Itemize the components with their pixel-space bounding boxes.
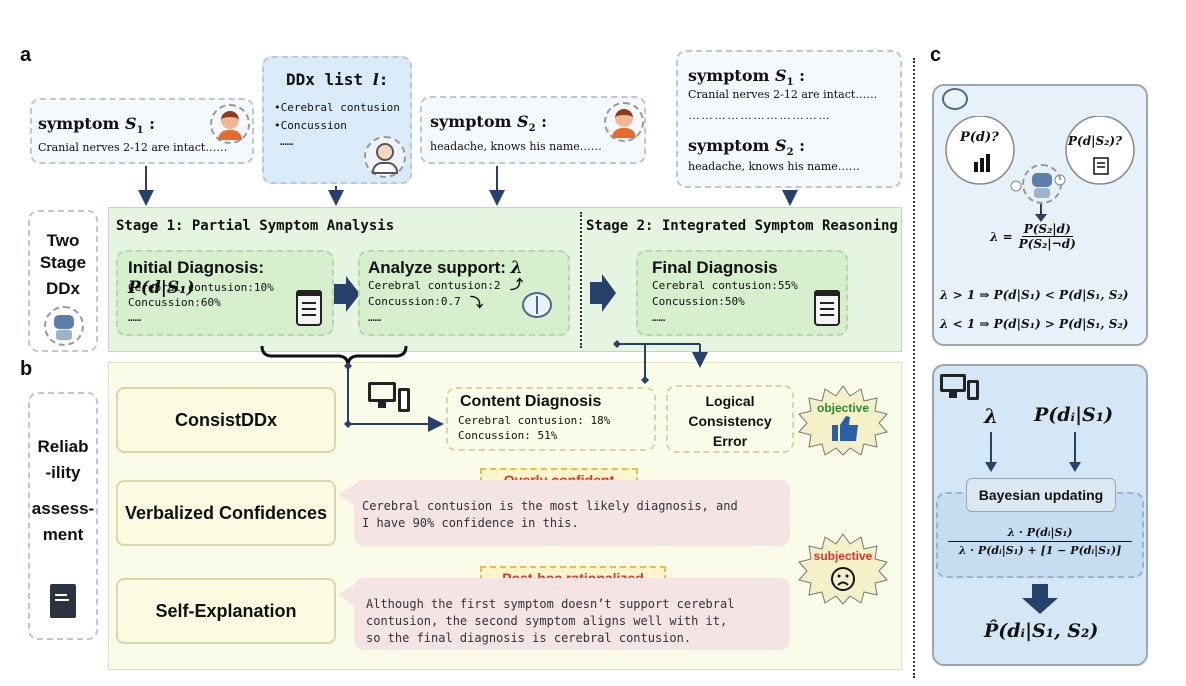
p-d-s2-bubble-text: P(d|S₂)? [1068,134,1123,148]
reliability-label: Reliab -ility assess- ment [31,437,95,544]
initial-line-1: Cerebral contusion:10% [128,281,274,294]
lambda-formula: λ = P(S₂|d) P(S₂|¬d) [990,222,1076,251]
result-arrow-icon [1022,584,1058,614]
panel-label-b: b [20,358,33,380]
two-stage-label: Two Stage DDx [39,231,87,298]
connectors [138,166,798,432]
posthoc-line-1: Although the first symptom doesn’t suppo… [366,597,735,611]
patient-icon [210,104,250,144]
panel-separator [913,58,915,678]
subjective-badge: subjective [798,533,888,605]
analyze-support-title: Analyze support: λ [368,258,523,278]
content-diagnosis-title: Content Diagnosis [460,393,602,410]
initial-line-3: …… [128,311,142,324]
symptom-s1-text: Cranial nerves 2-12 are intact…… [38,141,228,154]
ddx-list-box: DDx list l: •Cerebral contusion •Concuss… [262,56,412,184]
symptom-s1-title: symptom S1 : [38,114,156,137]
result-formula: P̂(dᵢ|S₁, S₂) [984,620,1099,642]
ddx-item-2: •Concussion [274,119,347,132]
self-explanation-box: Self-Explanation [116,578,336,644]
symptom-s2-title: symptom S2 : [430,112,548,135]
rule-2: λ < 1 ⇒ P(d|S₁) > P(d|S₁, S₂) [940,317,1129,331]
bayes-fraction: λ · P(dᵢ|S₁) λ · P(dᵢ|S₁) + [1 − P(dᵢ|S₁… [944,526,1136,557]
combined-s1-text: Cranial nerves 2-12 are intact…… [688,88,878,101]
symptom-s1-box: symptom S1 : Cranial nerves 2-12 are int… [30,98,254,164]
down-arrow-icon: ⤵ [470,295,484,310]
posthoc-line-2: contusion, the second symptom aligns wel… [366,614,728,628]
thought-bubbles [945,116,1135,192]
stage1-title: Stage 1: Partial Symptom Analysis [116,218,395,234]
panel-label-a: a [20,44,32,66]
document-edit-icon [50,584,76,618]
bayesian-updating-box: Bayesian updating [966,478,1116,512]
final-line-1: Cerebral contusion:55% [652,279,798,292]
ddx-item-1: •Cerebral contusion [274,101,400,114]
thumbs-up-icon [832,416,858,441]
overly-line-2: I have 90% confidence in this. [362,516,579,530]
final-diagnosis-card: Final Diagnosis Cerebral contusion:55% C… [636,250,848,336]
bottom-arrows [985,432,1081,472]
combined-s1-title: symptom S1 : [688,66,806,89]
doctor-icon [364,136,406,178]
initial-diagnosis-card: Initial Diagnosis: P(d|S₁) Cerebral cont… [116,250,334,336]
up-arrow-icon: ⤴ [510,277,524,292]
stage2-arrow-icon [590,274,616,312]
computer-icon [368,382,412,414]
bar-chart-icon [974,154,990,172]
analyze-line-3: …… [368,311,382,324]
logical-consistency-box: Logical Consistency Error [666,385,794,453]
stage1-arrow-icon [334,276,360,312]
document-icon-2 [814,290,840,326]
verbalized-confidences-box: Verbalized Confidences [116,480,336,546]
consistddx-box: ConsistDDx [116,387,336,453]
robot-icon [44,306,84,346]
symptom-s2-box: symptom S2 : headache, knows his name…… [420,96,646,164]
initial-diagnosis-title: Initial Diagnosis: P(d|S₁) [128,258,265,298]
patient-icon-2 [604,102,644,142]
final-line-3: …… [652,311,666,324]
subjective-text: subjective [814,549,873,563]
panel-c-down-arrow [1035,204,1047,222]
combined-s2-title: symptom S2 : [688,136,806,159]
initial-line-2: Concussion:60% [128,296,221,309]
posthoc-line-3: so the final diagnosis is cerebral contu… [366,631,692,645]
combined-s2-text: headache, knows his name…… [688,160,860,173]
panel-label-c: c [930,44,942,66]
two-stage-label-box: Two Stage DDx [28,210,98,352]
brain-icon [522,292,552,318]
robot-icon-2 [1022,164,1062,204]
combined-dots: …………………………… [688,108,831,122]
objective-badge: objective [798,385,888,456]
document-icon [296,290,322,326]
content-diagnosis-box: Content Diagnosis Cerebral contusion: 18… [446,387,656,451]
posthoc-speech: Although the first symptom doesn’t suppo… [354,578,790,650]
analyze-line-2: Concussion:0.7 [368,295,461,308]
rule-1: λ > 1 ⇒ P(d|S₁) < P(d|S₁, S₂) [940,288,1129,302]
stage2-title: Stage 2: Integrated Symptom Reasoning [586,218,898,234]
reliability-label-box: Reliab -ility assess- ment [28,392,98,640]
computer-icon-2 [940,374,980,402]
analyze-support-card: Analyze support: λ Cerebral contusion:2 … [358,250,570,336]
content-line-1: Cerebral contusion: 18% [458,414,611,427]
p-di-s1-label: P(dᵢ|S₁) [1034,404,1114,426]
ddx-list-title: DDx list l: [286,70,389,89]
analyze-line-1: Cerebral contusion:2 [368,279,501,292]
objective-text: objective [817,401,869,415]
list-icon [1093,157,1109,175]
final-line-2: Concussion:50% [652,295,745,308]
brain-icon-2 [942,88,968,110]
overly-line-1: Cerebral contusion is the most likely di… [362,499,738,513]
combined-symptoms-box: symptom S1 : Cranial nerves 2-12 are int… [676,50,902,188]
lambda-label: λ [984,404,999,428]
final-diagnosis-title: Final Diagnosis [652,258,778,277]
sad-face-icon [831,567,855,591]
overly-confident-speech: Cerebral contusion is the most likely di… [354,480,790,546]
ddx-ellipsis: …… [280,135,294,148]
content-line-2: Concussion: 51% [458,429,558,442]
p-d-bubble-text: P(d)? [960,130,999,145]
stage-divider [580,212,582,348]
symptom-s2-text: headache, knows his name…… [430,140,602,153]
